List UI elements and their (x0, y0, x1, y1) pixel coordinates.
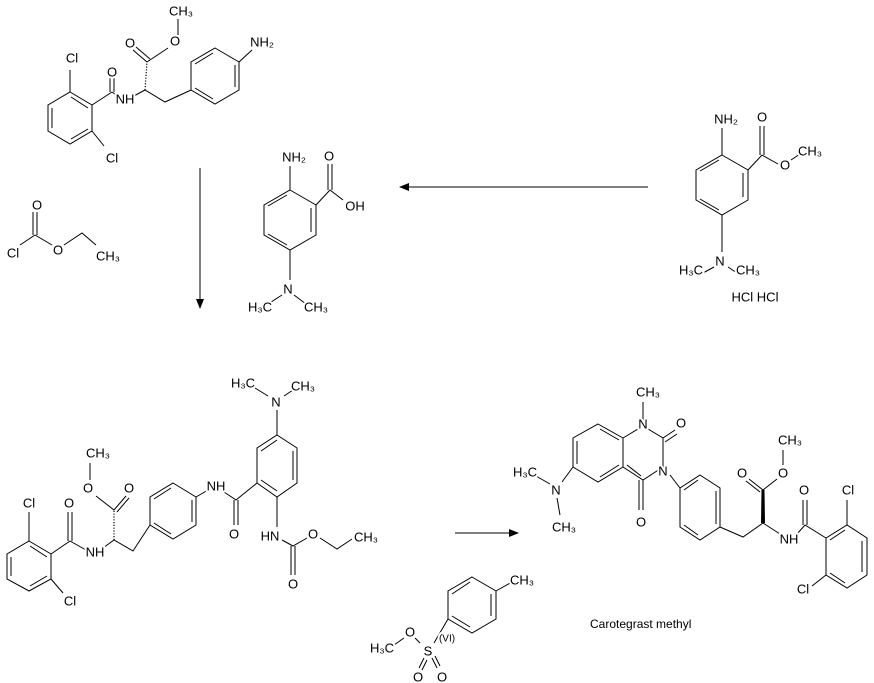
atom-label: O (780, 158, 790, 173)
wedge-bond (761, 490, 765, 523)
atom-label: CH₃ (636, 385, 660, 400)
atom-label: CH₃ (169, 4, 193, 19)
atom-label: Cl (106, 151, 118, 166)
atom-label: Cl (797, 582, 809, 597)
atom-label: NH₂ (714, 112, 738, 127)
atom-label: N (715, 254, 724, 269)
atom-label: Cl (7, 246, 19, 261)
atom-label: Cl (23, 496, 35, 511)
atom-label: O (170, 34, 180, 49)
atom-label: Cl (64, 594, 76, 609)
atom-label: H₃C (513, 465, 537, 480)
atom-label: O (83, 481, 93, 496)
atom-label: CH₃ (304, 300, 328, 315)
intermediate-structure: Cl O NH Cl O O CH₃ NH O N H₃C CH₃ HN O O… (6, 374, 380, 611)
atom-label: O (737, 466, 747, 481)
atom-label: N (638, 417, 647, 432)
methyl-tosylate-structure: H₃C O S (VI) O O CH₃ (368, 571, 536, 683)
atom-label: NH (780, 532, 799, 547)
atom-label: CH₃ (552, 520, 576, 535)
atom-label: CH₃ (291, 379, 315, 394)
ethyl-chloroformate-structure: Cl O O CH₃ (5, 196, 122, 266)
methyl-ester-structure: NH₂ O O CH₃ N H₃C CH₃ HCl HCl (677, 108, 824, 307)
atom-label: CH₃ (86, 446, 110, 461)
atom-label: CH₃ (798, 144, 822, 159)
atom-label: NH₂ (282, 150, 306, 165)
atom-label: NH₂ (250, 35, 274, 50)
atom-label: H₃C (679, 263, 703, 278)
atom-label: CH₃ (96, 249, 120, 264)
atom-label: CH₃ (736, 263, 760, 278)
product-structure: CH₃ N O N O H₃C N CH₃ O O CH₃ NH O Cl Cl… (511, 383, 868, 631)
atom-label: N (271, 395, 280, 410)
atom-label: O (413, 670, 423, 683)
atom-label: CH₃ (354, 530, 378, 545)
atom-label: O (53, 243, 63, 258)
atom-label: CH₃ (510, 573, 534, 588)
atom-label: Cl (842, 483, 854, 498)
atom-label: NH (116, 92, 135, 107)
product-name: Carotegrast methyl (590, 617, 691, 631)
atom-label: H₃C (231, 376, 255, 391)
atom-label: O (324, 149, 334, 164)
atom-label: O (308, 527, 318, 542)
starting-material-structure: CH₃ O O NH₂ Cl O NH Cl (47, 2, 276, 168)
atom-label: O (32, 198, 42, 213)
atom-label: O (125, 36, 135, 51)
salt-label: HCl HCl (732, 290, 779, 305)
atom-label: O (757, 110, 767, 125)
atom-label: O (405, 625, 415, 640)
atom-label: NH (86, 545, 105, 560)
atom-label: H₃C (248, 300, 272, 315)
atom-label: O (676, 416, 686, 431)
atom-label: N (283, 282, 292, 297)
atom-label: O (778, 466, 788, 481)
atom-label: HN (261, 529, 280, 544)
atom-label: OH (345, 199, 365, 214)
atom-label: (VI) (439, 634, 455, 645)
atom-label: O (124, 481, 134, 496)
atom-label: O (437, 670, 447, 683)
atom-label: Cl (66, 51, 78, 66)
atom-label: O (288, 577, 298, 592)
amino-acid-structure: NH₂ O OH N H₃C CH₃ (246, 147, 367, 317)
atom-label: N (551, 483, 560, 498)
atom-label: O (64, 496, 74, 511)
atom-label: NH (207, 479, 226, 494)
atom-label: N (658, 464, 667, 479)
atom-label: S (424, 644, 433, 659)
atom-label: O (799, 483, 809, 498)
atom-label: O (107, 65, 117, 80)
atom-label: CH₃ (778, 433, 802, 448)
atom-label: O (636, 515, 646, 530)
atom-label: O (229, 527, 239, 542)
atom-label: H₃C (370, 641, 394, 656)
